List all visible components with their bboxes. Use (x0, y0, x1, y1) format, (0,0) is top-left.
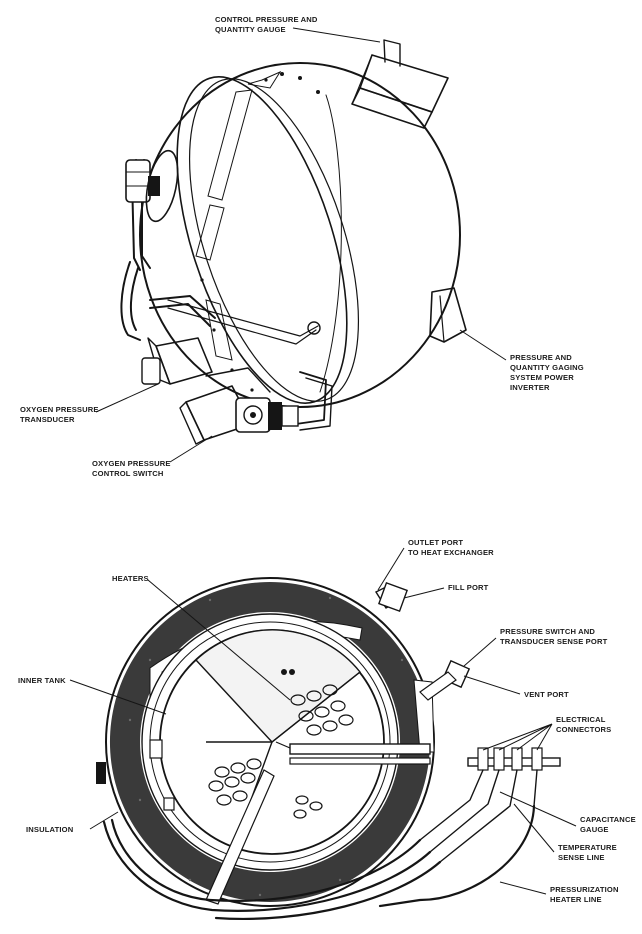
label-line: SYSTEM POWER (510, 373, 574, 382)
label-line: CONTROL SWITCH (92, 469, 164, 478)
label-line: TRANSDUCER (20, 415, 75, 424)
svg-text:FILL PORT: FILL PORT (448, 583, 489, 592)
svg-text:TRANSDUCER: TRANSDUCER (20, 415, 75, 424)
leader-line (499, 791, 577, 827)
leader-line (95, 383, 159, 413)
label-insulation: INSULATION (26, 811, 119, 834)
label-line: INSULATION (26, 825, 73, 834)
label-line: SENSE LINE (558, 853, 605, 862)
label-outlet-port: OUTLET PORT TO HEAT EXCHANGER (377, 538, 494, 591)
label-line: QUANTITY GAGING (510, 363, 584, 372)
svg-text:SENSE LINE: SENSE LINE (558, 853, 605, 862)
leader-line (463, 675, 521, 695)
label-heaters: HEATERS (112, 574, 291, 701)
label-inner-tank: INNER TANK (18, 676, 167, 715)
svg-text:OXYGEN PRESSURE: OXYGEN PRESSURE (20, 405, 99, 414)
label-line: VENT PORT (524, 690, 569, 699)
svg-text:TO HEAT EXCHANGER: TO HEAT EXCHANGER (408, 548, 494, 557)
svg-text:TEMPERATURE: TEMPERATURE (558, 843, 617, 852)
label-line: PRESSURE AND (510, 353, 572, 362)
label-line: GAUGE (580, 825, 609, 834)
label-capacitance-gauge: CAPACITANCE GAUGE (499, 791, 636, 834)
svg-text:GAUGE: GAUGE (580, 825, 609, 834)
label-line: CAPACITANCE (580, 815, 636, 824)
label-fill-port: FILL PORT (403, 583, 489, 599)
tank-cutaway-illustration (96, 577, 561, 920)
valve (125, 149, 179, 223)
label-line: OXYGEN PRESSURE (20, 405, 99, 414)
leader-line (89, 811, 119, 830)
control-gauge-box (351, 39, 449, 129)
label-pressure-transducer: OXYGEN PRESSURE TRANSDUCER (20, 383, 159, 424)
label-line: OXYGEN PRESSURE (92, 459, 171, 468)
label-line: TEMPERATURE (558, 843, 617, 852)
label-line: HEATER LINE (550, 895, 602, 904)
oxygen-pressure-transducer (141, 337, 213, 385)
label-control-switch: OXYGEN PRESSURE CONTROL SWITCH (92, 435, 213, 478)
svg-text:QUANTITY GAGING: QUANTITY GAGING (510, 363, 584, 372)
leader-line (463, 637, 497, 667)
label-line: HEATERS (112, 574, 149, 583)
heater-coils (208, 684, 354, 819)
svg-text:HEATER LINE: HEATER LINE (550, 895, 602, 904)
leader-line (403, 587, 445, 599)
label-line: CONTROL PRESSURE AND (215, 15, 318, 24)
svg-text:PRESSURE SWITCH AND: PRESSURE SWITCH AND (500, 627, 595, 636)
leader-line (499, 881, 547, 895)
label-vent-port: VENT PORT (463, 675, 569, 699)
label-line: PRESSURIZATION (550, 885, 619, 894)
label-line: INVERTER (510, 383, 550, 392)
svg-text:CONTROL PRESSURE AND: CONTROL PRESSURE AND (215, 15, 318, 24)
svg-text:SYSTEM POWER: SYSTEM POWER (510, 373, 574, 382)
label-line: OUTLET PORT (408, 538, 463, 547)
label-line: FILL PORT (448, 583, 489, 592)
leader-line (513, 803, 555, 853)
svg-text:CONTROL SWITCH: CONTROL SWITCH (92, 469, 164, 478)
label-line: INNER TANK (18, 676, 66, 685)
leader-line (377, 547, 405, 591)
leader-line (169, 435, 213, 463)
label-pressurization-heater-line: PRESSURIZATION HEATER LINE (499, 881, 619, 904)
svg-text:ELECTRICAL: ELECTRICAL (556, 715, 606, 724)
electrical-connector-bar (467, 747, 561, 771)
leader-line (459, 329, 507, 361)
svg-text:INNER TANK: INNER TANK (18, 676, 66, 685)
svg-text:PRESSURE AND: PRESSURE AND (510, 353, 572, 362)
leader-line (69, 679, 167, 715)
svg-text:INVERTER: INVERTER (510, 383, 550, 392)
oxygen-pressure-control-switch (179, 385, 299, 445)
label-line: CONNECTORS (556, 725, 611, 734)
leader-line (147, 579, 291, 701)
svg-text:CAPACITANCE: CAPACITANCE (580, 815, 636, 824)
svg-text:HEATERS: HEATERS (112, 574, 149, 583)
label-electrical-connectors: ELECTRICAL CONNECTORS (482, 715, 611, 751)
label-temperature-sense-line: TEMPERATURE SENSE LINE (513, 803, 617, 862)
label-line: TO HEAT EXCHANGER (408, 548, 494, 557)
label-control-gauge: CONTROL PRESSURE AND QUANTITY GAUGE (215, 15, 381, 43)
label-line: QUANTITY GAUGE (215, 25, 286, 34)
leader-line (292, 27, 381, 43)
svg-text:OUTLET PORT: OUTLET PORT (408, 538, 463, 547)
svg-text:TRANSDUCER SENSE PORT: TRANSDUCER SENSE PORT (500, 637, 608, 646)
tank-exterior-illustration (120, 39, 467, 445)
capacitance-tube (275, 741, 431, 765)
label-line: TRANSDUCER SENSE PORT (500, 637, 608, 646)
label-line: PRESSURE SWITCH AND (500, 627, 595, 636)
label-pressure-switch: PRESSURE SWITCH AND TRANSDUCER SENSE POR… (463, 627, 608, 667)
inverter-box (429, 287, 467, 343)
svg-text:VENT PORT: VENT PORT (524, 690, 569, 699)
svg-text:INSULATION: INSULATION (26, 825, 73, 834)
svg-text:CONNECTORS: CONNECTORS (556, 725, 611, 734)
svg-text:PRESSURIZATION: PRESSURIZATION (550, 885, 619, 894)
leader-line (482, 723, 553, 751)
label-line: ELECTRICAL (556, 715, 606, 724)
svg-text:QUANTITY GAUGE: QUANTITY GAUGE (215, 25, 286, 34)
svg-text:OXYGEN PRESSURE: OXYGEN PRESSURE (92, 459, 171, 468)
label-power-inverter: PRESSURE AND QUANTITY GAGING SYSTEM POWE… (459, 329, 584, 392)
